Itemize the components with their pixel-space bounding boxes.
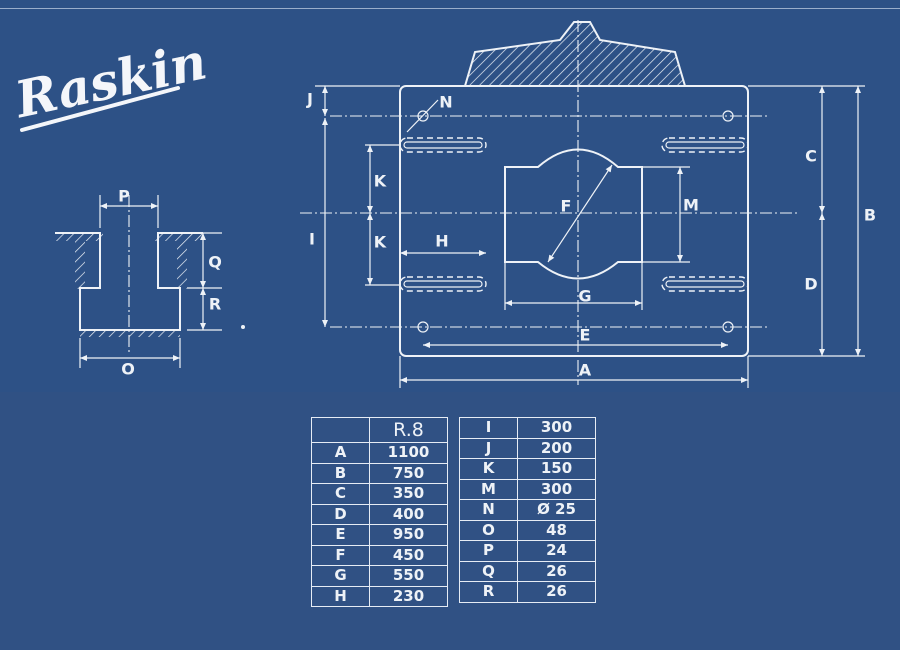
hatch-bottom: [80, 329, 180, 337]
dim-label-q: Q: [208, 253, 222, 272]
hatch-left-side: [75, 241, 85, 289]
table-outline: [399, 85, 749, 357]
dim-label-n: N: [439, 93, 452, 112]
dim-label-b: B: [864, 206, 876, 225]
dim-label-e: E: [580, 326, 591, 345]
dim-label-k-upper: K: [374, 172, 387, 191]
dim-label-p: P: [118, 187, 130, 206]
table-area: [0, 392, 900, 650]
slot-profile: [55, 232, 203, 331]
dim-label-r: R: [209, 295, 221, 314]
dim-label-f: F: [561, 197, 572, 216]
dim-label-a: A: [579, 361, 592, 380]
logo-underline: [20, 86, 180, 132]
hatch-right-side: [177, 241, 187, 289]
dim-label-i: I: [309, 230, 315, 249]
technical-drawing: Raskin P O Q R: [8, 20, 876, 388]
dim-label-h: H: [435, 232, 448, 251]
t-slots: [399, 137, 749, 292]
dim-label-c: C: [805, 147, 817, 166]
bolt-holes: [330, 110, 770, 333]
dim-line-f: [547, 164, 613, 263]
border-line: [0, 8, 900, 9]
main-plan-view: F N: [300, 20, 876, 388]
dim-line-n: [406, 99, 439, 133]
ram-block: [463, 21, 687, 87]
raskin-logo: Raskin: [8, 31, 212, 132]
dim-label-d: D: [804, 275, 817, 294]
center-opening: [504, 148, 643, 280]
table-header-row: R.8: [311, 417, 448, 443]
dim-label-o: O: [121, 360, 135, 379]
hatch-right-top: [155, 233, 203, 241]
hatch-left-top: [55, 233, 103, 241]
dim-label-k-lower: K: [374, 233, 387, 252]
model-header: R.8: [369, 417, 448, 443]
dim-label-m: M: [683, 196, 699, 215]
brand-logo-text: Raskin: [8, 31, 211, 129]
t-slot-section: P O Q R: [55, 187, 245, 379]
dim-label-g: G: [578, 287, 591, 306]
dim-label-j: J: [306, 90, 313, 109]
